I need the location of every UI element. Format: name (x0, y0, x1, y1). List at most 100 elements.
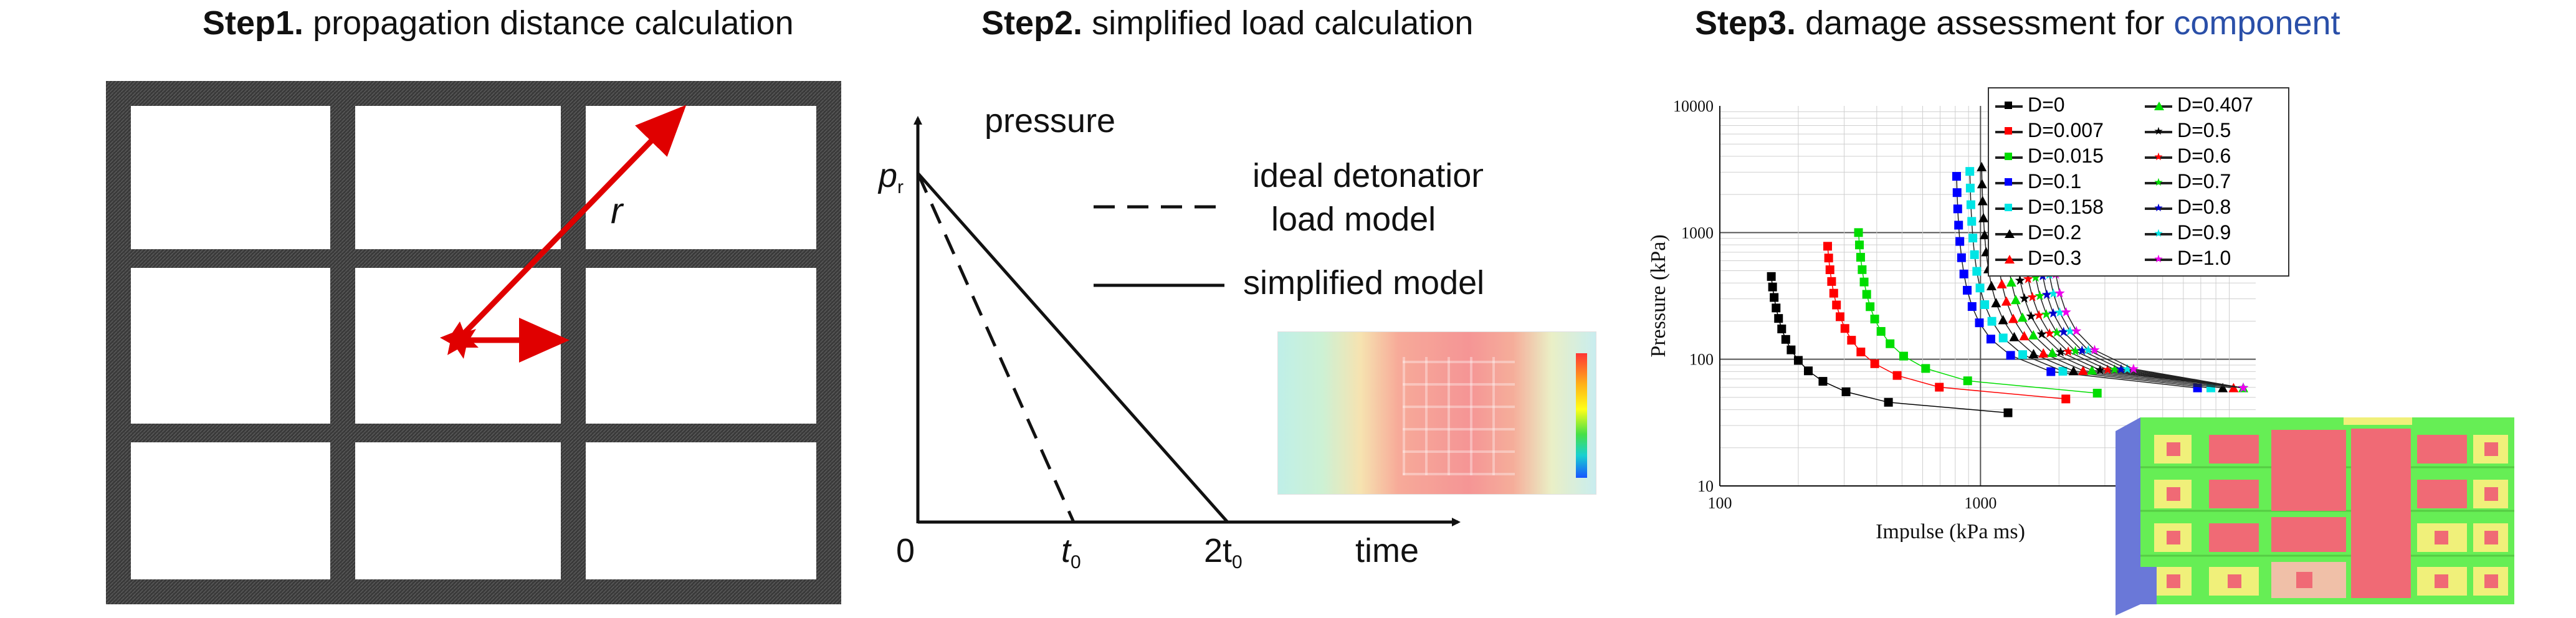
data-point (2041, 289, 2052, 299)
legend-label: D=0.9 (2177, 221, 2231, 244)
legend-entry: D=0 (1995, 93, 2065, 116)
legend-swatch (2145, 126, 2172, 135)
contour-inset (1277, 331, 1596, 495)
data-point (2087, 365, 2097, 375)
data-point (1876, 326, 1886, 336)
data-point (2035, 290, 2045, 300)
legend-entry: D=0.3 (1995, 247, 2081, 269)
data-point (2077, 345, 2087, 355)
legend-entry: D=0.007 (1995, 119, 2104, 141)
data-point (1841, 387, 1851, 396)
legend-marker (2005, 101, 2012, 109)
data-point (2003, 408, 2013, 417)
legend-label: D=0.3 (2028, 247, 2082, 269)
data-point (1862, 290, 1871, 299)
data-point (2058, 326, 2069, 336)
legend-marker (2154, 229, 2163, 237)
data-point (2048, 288, 2059, 298)
legend-label: D=0.407 (2177, 93, 2253, 116)
legend-label: D=0.8 (2177, 196, 2231, 218)
data-point (1832, 300, 1841, 310)
x-tick-label: 100 (1708, 494, 1732, 512)
data-point (2028, 330, 2039, 340)
data-point (1972, 267, 1982, 276)
data-point (2038, 348, 2049, 358)
data-point (2238, 383, 2249, 392)
legend-label: D=0.1 (2028, 170, 2082, 193)
data-point (2046, 367, 2056, 376)
data-point (1774, 314, 1783, 323)
legend-label: D=0.2 (2028, 221, 2082, 244)
data-point (1772, 303, 1781, 313)
data-point (1770, 293, 1779, 302)
data-point (1959, 269, 1968, 278)
origin-label: 0 (896, 532, 915, 569)
data-point (1963, 285, 1972, 295)
data-point (2054, 288, 2065, 298)
data-point (1998, 333, 2008, 343)
data-point (1998, 315, 2008, 325)
legend-label: D=0.6 (2177, 145, 2231, 167)
data-point (1854, 228, 1863, 237)
data-point (1825, 265, 1834, 274)
y-axis-label: pressure (985, 102, 1115, 140)
data-point (2116, 364, 2126, 374)
legend-marker (2154, 254, 2163, 263)
data-point (1856, 252, 1865, 262)
data-point (2026, 311, 2036, 321)
data-point (2006, 277, 2016, 287)
data-point (2071, 326, 2082, 336)
data-point (1829, 288, 1838, 298)
legend-marker (2005, 203, 2012, 211)
data-point (1803, 366, 1813, 376)
legend-entry: D=0.6 (2145, 145, 2231, 167)
roof-parapet (2344, 417, 2412, 425)
data-point (2122, 363, 2132, 374)
step3-label: Step3. (1695, 4, 1796, 42)
data-point (1823, 242, 1833, 251)
legend-dashed-label-2: load model (1271, 201, 1436, 238)
data-point (2019, 293, 2030, 303)
pi-axes: 100001000100101001000100Impulse (kPa ms)… (1647, 97, 2256, 542)
building-damage-inset (2116, 417, 2514, 616)
step2-text: simplified load calculation (1082, 4, 1474, 42)
data-point (2010, 295, 2021, 305)
y-tick-label: 1000 (1681, 224, 1714, 242)
room-6 (586, 268, 816, 424)
data-point (1968, 234, 1978, 243)
data-point (1975, 318, 1984, 328)
data-point (1952, 188, 1962, 197)
data-point (1979, 230, 1990, 240)
legend-label: D=0.158 (2028, 196, 2104, 218)
legend-label: D=1.0 (2177, 247, 2231, 269)
data-point (1855, 240, 1864, 250)
room-4 (131, 268, 330, 424)
data-point (2023, 273, 2033, 283)
data-point (1987, 316, 1996, 326)
data-point (2218, 383, 2228, 392)
legend-marker (2005, 152, 2012, 160)
data-point (1768, 282, 1777, 292)
data-point (1870, 359, 1879, 368)
data-point (1870, 315, 1879, 324)
data-point (1935, 383, 1944, 392)
radius-arrow (457, 105, 687, 340)
data-point (2228, 383, 2239, 392)
data-point (1952, 172, 1961, 181)
legend-solid-label: simplified model (1243, 264, 1483, 302)
pi-curve-D-0-015 (1854, 228, 2102, 398)
data-point (2041, 309, 2052, 319)
data-point (2055, 346, 2066, 357)
data-point (1978, 212, 1989, 222)
radius-label: r (611, 191, 624, 231)
legend-marker (2154, 101, 2164, 110)
data-point (2083, 345, 2094, 354)
data-point (1827, 277, 1836, 286)
data-point (1859, 277, 1869, 287)
data-point (1777, 324, 1787, 333)
data-point (1967, 302, 1977, 311)
data-point (1977, 196, 1988, 206)
pi-curve-D-0-158 (1965, 167, 2215, 392)
step1-text: propagation distance calculation (303, 4, 794, 42)
data-point (2006, 351, 2015, 360)
